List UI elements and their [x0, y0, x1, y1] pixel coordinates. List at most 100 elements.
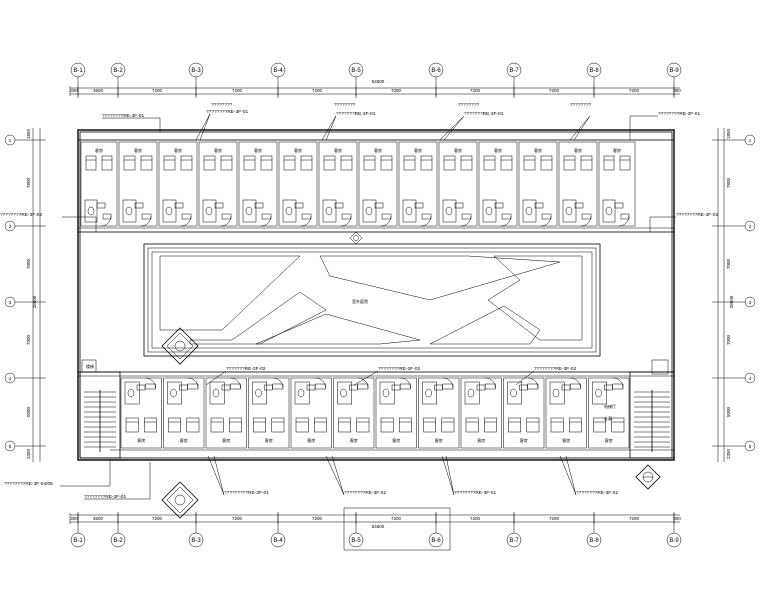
- door-swing: [400, 377, 411, 389]
- bathroom: [242, 199, 257, 223]
- bed: [125, 417, 139, 433]
- bed: [563, 155, 576, 171]
- bed: [168, 417, 181, 433]
- desk: [581, 213, 592, 220]
- axis-label-right: 5: [749, 444, 752, 449]
- room-wall: [375, 377, 417, 449]
- bed: [323, 155, 336, 171]
- axis-label-right: 2: [749, 224, 752, 229]
- bathroom: [167, 381, 182, 405]
- axis-label-left: 5: [9, 444, 12, 449]
- axis-label-top: B-9: [669, 68, 679, 74]
- room-label: 客房: [334, 147, 342, 153]
- door-swing: [145, 377, 156, 389]
- axis-label-right: 4: [749, 376, 752, 381]
- courtyard: 室外庭院: [143, 243, 601, 357]
- bed: [260, 155, 273, 171]
- dimension-segment-right: 5000: [726, 406, 731, 417]
- callout-inner-bottom-1: ???????RE-3F-02: [226, 366, 266, 372]
- toilet-icon: [382, 388, 390, 398]
- door-swing: [100, 215, 112, 227]
- toilet-icon: [405, 206, 413, 216]
- desk: [501, 213, 512, 220]
- axis-label-top: B-2: [113, 68, 123, 74]
- dimension-segment-top: 3600: [93, 88, 104, 93]
- bed: [85, 155, 97, 171]
- bathroom: [482, 199, 497, 223]
- door-swing: [187, 377, 199, 389]
- desk: [315, 383, 326, 390]
- door-swing: [527, 377, 539, 389]
- toilet-icon: [127, 388, 135, 398]
- bed: [540, 155, 553, 171]
- dimension-segment-bottom: 7200: [312, 516, 323, 521]
- bathroom: [402, 199, 417, 223]
- room-label: 客房: [254, 147, 262, 153]
- room-wall: [418, 377, 460, 449]
- desk: [102, 213, 112, 220]
- bathroom: [282, 199, 297, 223]
- axis-label-top: B-1: [73, 68, 83, 74]
- guest-room: 客房: [120, 377, 162, 449]
- door-swing: [220, 215, 232, 227]
- room-label: 客房: [265, 437, 273, 443]
- desk: [145, 383, 156, 390]
- bathroom: [337, 381, 352, 405]
- toilet-icon: [255, 388, 262, 398]
- bed: [523, 155, 536, 171]
- bed: [123, 155, 136, 171]
- room-label: 客房: [307, 437, 315, 443]
- toilet-icon: [245, 206, 253, 216]
- bathroom: [592, 381, 607, 405]
- bed: [550, 417, 564, 433]
- room-wall: [588, 377, 630, 449]
- toilet-icon: [340, 388, 347, 398]
- guest-room: 客房: [558, 141, 598, 227]
- bathroom: [122, 199, 137, 223]
- toilet-icon: [125, 206, 133, 216]
- bed: [300, 155, 313, 171]
- desk: [400, 383, 411, 390]
- guest-room: 客房: [518, 141, 558, 227]
- room-wall: [503, 377, 545, 449]
- bed: [271, 417, 285, 433]
- bathroom: [602, 199, 616, 223]
- bathroom: [442, 199, 457, 223]
- guest-room: 客房: [375, 377, 417, 449]
- room-label: 客房: [174, 147, 182, 153]
- guest-room: 客房: [290, 377, 332, 449]
- door-swing: [460, 215, 472, 227]
- basin-icon: [264, 384, 273, 391]
- courtyard-label: 室外庭院: [352, 298, 368, 304]
- bed: [441, 417, 455, 433]
- bed: [460, 155, 473, 171]
- basin-icon: [391, 384, 401, 391]
- basin-icon: [294, 202, 304, 209]
- toilet-icon: [87, 206, 95, 216]
- desk: [141, 213, 152, 220]
- room-wall: [120, 377, 162, 449]
- door-swing: [540, 215, 552, 227]
- desk: [461, 213, 472, 220]
- guest-room: 客房: [198, 141, 238, 227]
- basin-icon: [179, 384, 188, 391]
- desk: [442, 383, 454, 390]
- room-wall: [163, 377, 205, 449]
- dimension-segment-top: 7200: [232, 88, 243, 93]
- left-stair: 楼梯: [79, 359, 121, 459]
- bed: [140, 155, 153, 171]
- axis-label-right: 3: [749, 300, 752, 305]
- bed: [403, 155, 416, 171]
- dimension-segment-right: 2350: [726, 448, 731, 459]
- callout-bottom-1: ?????????RE-3F-01: [224, 490, 269, 496]
- dimension-segment-bottom: 3600: [93, 516, 104, 521]
- bathroom: [549, 381, 565, 405]
- bed: [295, 417, 309, 433]
- axis-label-top: B-4: [273, 68, 283, 74]
- room-wall: [518, 141, 558, 227]
- toilet-icon: [525, 206, 533, 216]
- callout-middle-left: ????????RE-3F-02: [0, 212, 42, 218]
- dimension-segment-right: 7800: [726, 177, 731, 188]
